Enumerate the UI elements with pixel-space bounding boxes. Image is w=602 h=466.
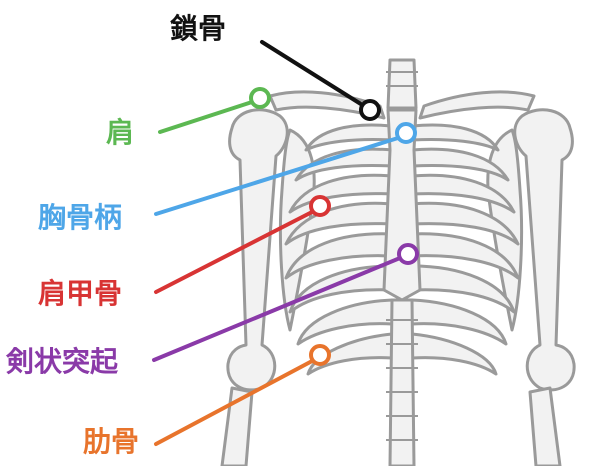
rib-r1 (412, 125, 498, 150)
rib-l1 (306, 125, 392, 150)
label-xiphoid-process: 剣状突起 (6, 346, 118, 378)
scapula-marker (311, 197, 329, 215)
right-humerus (515, 110, 574, 390)
rib-r8 (412, 334, 496, 374)
right-forearm (530, 388, 560, 466)
label-manubrium: 胸骨柄 (38, 202, 122, 234)
clavicle-marker (361, 101, 379, 119)
skeleton-bones (222, 60, 574, 466)
xiphoid-marker (399, 245, 417, 263)
shoulder-marker (251, 89, 269, 107)
label-scapula: 肩甲骨 (38, 278, 122, 310)
manubrium-marker (397, 124, 415, 142)
right-clavicle (420, 92, 534, 118)
lower-spine (390, 300, 414, 466)
rib-marker (311, 346, 329, 364)
label-clavicle: 鎖骨 (170, 13, 226, 45)
label-shoulder: 肩 (106, 117, 134, 149)
label-rib: 肋骨 (83, 426, 139, 458)
cervical-spine (388, 60, 416, 108)
